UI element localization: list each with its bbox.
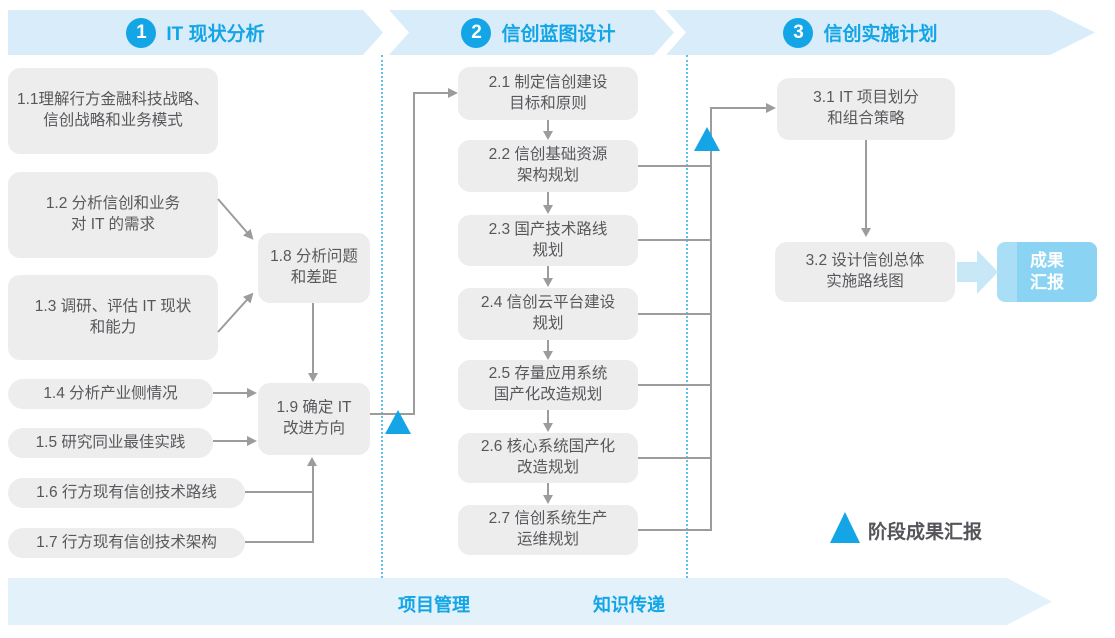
arrowhead-down [543,131,553,140]
phase-1-band: 1 IT 现状分析 [8,10,383,55]
arrowhead-down [543,495,553,504]
arrowhead-up [307,457,317,466]
step-box-2-3: 2.3 国产技术路线 规划 [458,215,638,266]
connector-2-3-to-2-4 [547,266,549,279]
step-box-2-5: 2.5 存量应用系统 国产化改造规划 [458,360,638,410]
connector-2-6-to-2-7 [547,483,549,496]
step-box-1-9: 1.9 确定 IT 改进方向 [258,383,370,455]
connector-2-1-to-2-2 [547,120,549,132]
connector-1-2-to-1-8 [217,198,258,244]
arrowhead-down [543,205,553,214]
arrowhead-down [861,228,871,237]
phase-divider-dotted-line-1 [381,55,383,578]
step-box-3-1: 3.1 IT 项目划分 和组合策略 [777,78,955,140]
connector-2-4-out [638,313,712,315]
phase-3-number-badge: 3 [783,18,813,48]
connector-2-4-to-2-5 [547,340,549,352]
connector-1-7-line [245,541,314,543]
connector-phase1-riser [413,92,415,414]
arrowhead-down [308,373,318,382]
phase-2-title: 信创蓝图设计 [501,24,616,45]
phase-1-number-badge: 1 [126,18,156,48]
footer-label-knowledge-transfer: 知识传递 [593,595,665,615]
connector-2-5-out [638,384,712,386]
step-box-2-2: 2.2 信创基础资源 架构规划 [458,140,638,192]
arrowhead-down [543,423,553,432]
connector-2-2-to-2-3 [547,192,549,206]
connector-1-4-to-1-9 [213,392,249,394]
connector-2-3-out [638,239,712,241]
arrowhead-right [448,88,458,98]
step-box-1-3: 1.3 调研、评估 IT 现状 和能力 [8,275,218,360]
step-box-1-5: 1.5 研究同业最佳实践 [8,428,213,458]
result-report-box: 成果 汇报 [997,242,1097,302]
milestone-triangle-phase1 [385,410,411,434]
arrowhead-down [543,278,553,287]
connector-1-8-to-1-9 [312,303,314,375]
connector-2-6-out [638,457,712,459]
connector-1-6-line [245,491,314,493]
legend-label: 阶段成果汇报 [868,522,983,543]
step-box-2-7: 2.7 信创系统生产 运维规划 [458,505,638,555]
step-box-1-2: 1.2 分析信创和业务 对 IT 的需求 [8,172,218,258]
connector-2-7-out [638,529,712,531]
step-box-1-4: 1.4 分析产业侧情况 [8,379,213,409]
legend-triangle-icon [830,512,860,543]
connector-to-2-1 [413,92,450,94]
step-box-2-1: 2.1 制定信创建设 目标和原则 [458,67,638,120]
phase-2-number-badge: 2 [461,18,491,48]
step-box-1-6: 1.6 行方现有信创技术路线 [8,478,245,508]
connector-1-3-to-1-8 [217,289,258,333]
step-box-1-7: 1.7 行方现有信创技术架构 [8,528,245,558]
arrowhead-right [247,436,257,446]
step-box-2-4: 2.4 信创云平台建设 规划 [458,288,638,340]
connector-2-5-to-2-6 [547,410,549,424]
step-box-1-1: 1.1理解行方金融科技战略、 信创战略和业务模式 [8,68,218,154]
arrowhead [243,228,258,244]
connector-1-6-1-7-to-1-9 [312,466,314,543]
phase-divider-dotted-line-2 [686,55,688,578]
phase-3-band: 3 信创实施计划 [666,10,1095,55]
milestone-triangle-phase2 [694,127,720,151]
arrowhead-right [766,103,776,113]
connector-phase2-collector [710,107,712,531]
phase-3-title: 信创实施计划 [823,24,938,45]
arrowhead-down [543,351,553,360]
phase-1-title: IT 现状分析 [166,24,265,45]
step-box-1-8: 1.8 分析问题 和差距 [258,233,370,303]
step-box-2-6: 2.6 核心系统国产化 改造规划 [458,433,638,483]
connector-to-3-1 [710,107,768,109]
step-box-3-2: 3.2 设计信创总体 实施路线图 [775,242,955,302]
footer-band [8,578,1052,625]
result-arrow-icon [957,262,978,282]
arrowhead-right [247,388,257,398]
result-arrow-head-icon [977,250,998,294]
connector-2-2-out [638,165,712,167]
connector-1-5-to-1-9 [213,440,249,442]
arrowhead [243,289,258,304]
connector-3-1-to-3-2 [865,140,867,230]
phase-2-band: 2 信创蓝图设计 [389,10,674,55]
footer-label-project-management: 项目管理 [398,595,470,615]
